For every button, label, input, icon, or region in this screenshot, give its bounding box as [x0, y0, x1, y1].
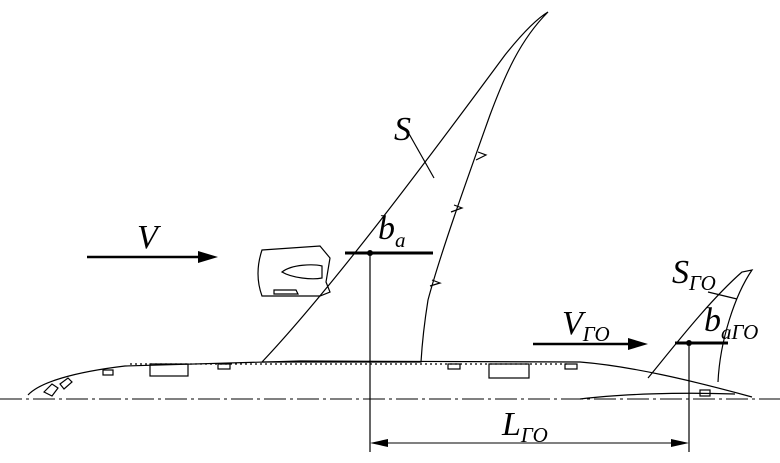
tail-chord-label: baГО — [704, 302, 758, 344]
wing-area-leader — [407, 131, 435, 179]
flap-fairings — [429, 151, 488, 287]
tail-arm-label: LГО — [501, 406, 548, 447]
cockpit-windows — [42, 377, 73, 397]
wing-outline — [260, 11, 549, 363]
engine-nacelle — [257, 245, 331, 297]
wing-area-label: S — [394, 111, 411, 148]
tail-area-label: SГО — [672, 254, 716, 295]
fuselage — [27, 360, 753, 400]
tail-velocity-label: VГО — [562, 305, 610, 346]
tail-velocity-arrow — [533, 338, 648, 350]
wing-chord-label: ba — [378, 210, 406, 252]
tail-arm-dimension — [370, 439, 689, 447]
fuselage-panels — [102, 363, 711, 397]
tail-area-leader — [707, 291, 738, 300]
velocity-arrow — [87, 251, 218, 263]
velocity-label: V — [137, 219, 162, 256]
tail-outline — [647, 269, 754, 383]
